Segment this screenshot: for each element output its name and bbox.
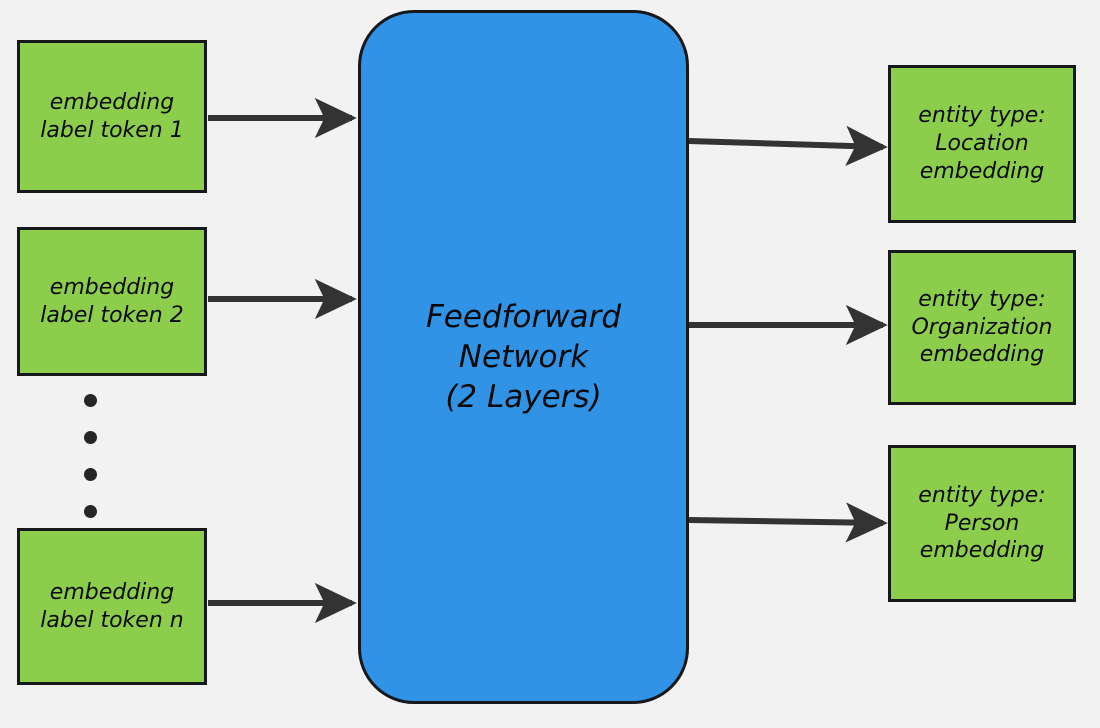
arrow-output-location xyxy=(688,125,888,166)
process-node-label: Feedforward Network (2 Layers) xyxy=(425,298,622,416)
arrow-output-person xyxy=(688,502,888,543)
vertical-ellipsis xyxy=(84,394,98,519)
input-node-token-1[interactable]: embedding label token 1 xyxy=(17,40,207,193)
input-node-token-n-label: embedding label token n xyxy=(40,579,184,633)
output-node-person[interactable]: entity type: Person embedding xyxy=(888,445,1076,602)
input-node-token-2[interactable]: embedding label token 2 xyxy=(17,227,207,376)
ellipsis-dot xyxy=(84,431,97,444)
process-node-feedforward-network[interactable]: Feedforward Network (2 Layers) xyxy=(358,10,689,704)
output-node-person-label: entity type: Person embedding xyxy=(918,482,1046,564)
ellipsis-dot xyxy=(84,394,97,407)
ellipsis-dot xyxy=(84,468,97,481)
output-node-organization-label: entity type: Organization embedding xyxy=(911,286,1053,368)
output-node-location[interactable]: entity type: Location embedding xyxy=(888,65,1076,223)
input-node-token-2-label: embedding label token 2 xyxy=(40,274,184,328)
output-node-location-label: entity type: Location embedding xyxy=(918,103,1046,184)
input-node-token-1-label: embedding label token 1 xyxy=(40,89,184,143)
ellipsis-dot xyxy=(84,505,97,518)
output-node-organization[interactable]: entity type: Organization embedding xyxy=(888,250,1076,405)
input-node-token-n[interactable]: embedding label token n xyxy=(17,528,207,685)
